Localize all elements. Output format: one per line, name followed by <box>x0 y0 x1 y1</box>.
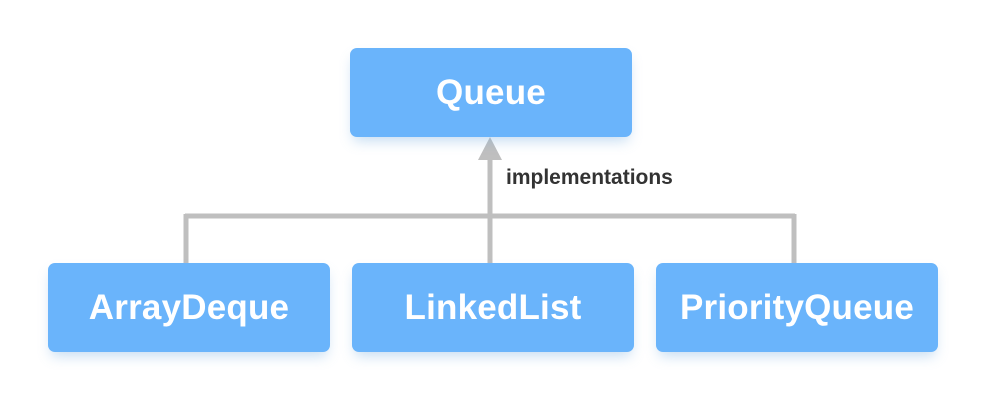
node-queue[interactable]: Queue <box>350 48 632 137</box>
node-priorityqueue-label: PriorityQueue <box>679 287 915 327</box>
edge-label-implementations: implementations <box>506 166 673 189</box>
node-arraydeque-label: ArrayDeque <box>88 287 290 327</box>
node-priorityqueue[interactable]: PriorityQueue <box>656 263 938 352</box>
arrowhead-icon <box>478 137 502 160</box>
node-linkedlist-label: LinkedList <box>404 287 582 327</box>
node-queue-label: Queue <box>436 72 546 112</box>
node-arraydeque[interactable]: ArrayDeque <box>48 263 330 352</box>
node-linkedlist[interactable]: LinkedList <box>352 263 634 352</box>
